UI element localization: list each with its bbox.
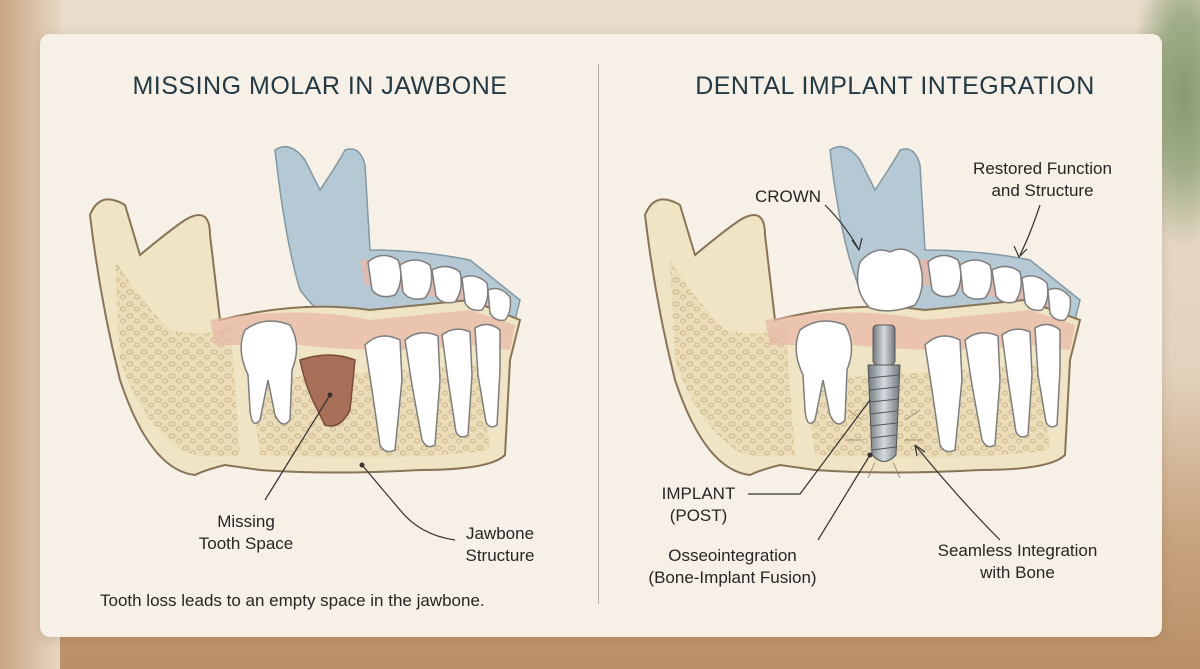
label-crown: CROWN: [754, 187, 822, 206]
label-seamless-integration: Seamless Integration with Bone: [920, 540, 1115, 584]
right-molar: [795, 320, 853, 425]
left-molar: [240, 320, 298, 425]
label-restored-line1: Restored Function: [973, 159, 1112, 178]
right-jaw-illustration: [643, 145, 1082, 541]
label-implant-line2: (POST): [669, 506, 728, 525]
label-osseo-line1: Osseointegration: [668, 546, 797, 565]
label-osseo-line2: (Bone-Implant Fusion): [648, 568, 817, 587]
label-seamless-line2: with Bone: [980, 563, 1055, 582]
left-title: MISSING MOLAR IN JAWBONE: [132, 72, 508, 100]
label-implant-line1: IMPLANT: [661, 484, 736, 503]
left-jaw-illustration: [88, 145, 522, 541]
seamless-leader-line: [914, 444, 1001, 541]
label-implant-post: IMPLANT (POST): [651, 483, 746, 527]
left-caption: Tooth loss leads to an empty space in th…: [100, 591, 485, 610]
label-jawbone-structure: Jawbone Structure: [445, 523, 555, 567]
panel-divider: [598, 64, 599, 604]
label-missing-line1: Missing: [217, 512, 275, 531]
label-jawbone-line1: Jawbone: [465, 524, 535, 543]
implant-crown: [856, 248, 924, 312]
label-restored-function: Restored Function and Structure: [955, 158, 1130, 202]
restored-leader-line: [1019, 204, 1041, 256]
implant-leader-line: [748, 399, 871, 495]
right-title: DENTAL IMPLANT INTEGRATION: [695, 72, 1095, 100]
label-restored-line2: and Structure: [991, 181, 1094, 200]
implant-post: [867, 324, 901, 462]
label-jawbone-line2: Structure: [465, 546, 535, 565]
missing-tooth-socket: [299, 354, 356, 427]
crown-leader-line: [824, 204, 859, 249]
label-missing-line2: Tooth Space: [198, 534, 294, 553]
label-seamless-line1: Seamless Integration: [937, 541, 1098, 560]
label-osseointegration: Osseointegration (Bone-Implant Fusion): [640, 545, 825, 589]
osseo-leader-line: [817, 454, 871, 541]
jawbone-leader-line: [361, 464, 456, 541]
missing-leader-line: [264, 394, 331, 501]
label-missing-tooth-space: Missing Tooth Space: [196, 511, 296, 555]
